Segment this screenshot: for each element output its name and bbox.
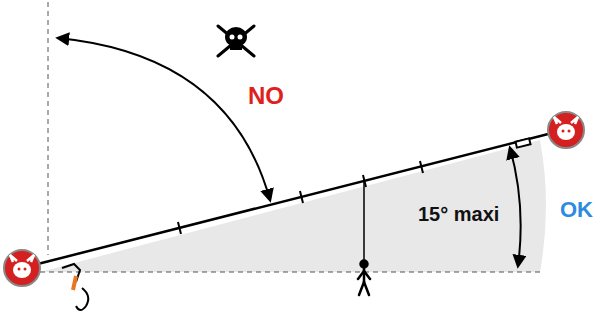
warning-label: NO [248,84,284,108]
rope-clips [178,138,531,234]
anchor-left [4,250,40,286]
angle-dimension: 15° maxi [418,204,499,224]
skull-icon [218,26,254,56]
safe-zone [40,140,546,272]
angle-arrow [510,148,521,266]
forbidden-angle-arrow [58,38,270,200]
rope [22,131,560,268]
anchor-right [548,112,584,148]
drop-line [363,181,365,262]
ok-label: OK [560,199,593,221]
horizontal-reference [40,272,540,273]
vertical-reference [48,2,49,255]
person-figure [358,261,370,296]
lanyard [62,264,88,310]
